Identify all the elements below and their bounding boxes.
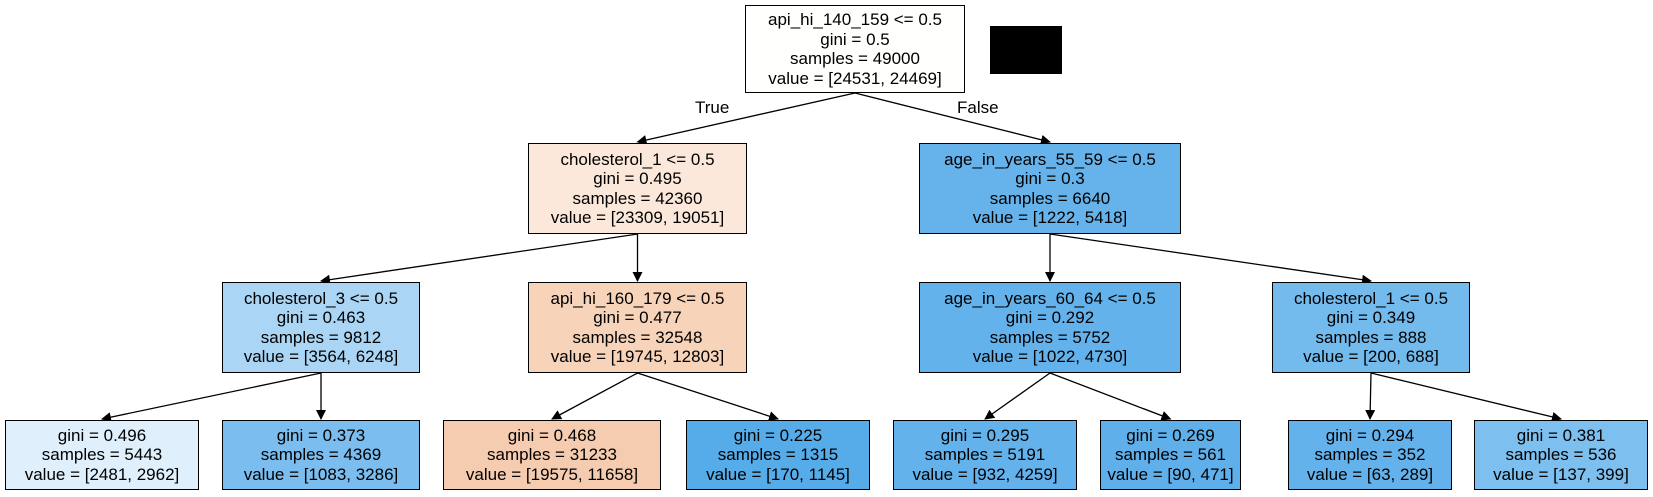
edge-n1-n3 (320, 233, 638, 285)
node-text-line: samples = 1315 (717, 445, 839, 465)
node-text-line: cholesterol_1 <= 0.5 (1293, 288, 1449, 308)
node-text-line: gini = 0.381 (1516, 425, 1606, 445)
edge-n5-n11 (984, 372, 1051, 420)
node-text-line: value = [24531, 24469] (768, 68, 942, 88)
node-text-line: gini = 0.349 (1326, 308, 1416, 327)
node-text-line: value = [19575, 11658] (465, 464, 639, 484)
node-text-line: value = [1083, 3286] (243, 464, 399, 484)
node-text-line: gini = 0.3 (1015, 169, 1085, 188)
edge-n4-n9 (551, 372, 638, 420)
node-text-line: value = [1022, 4730] (972, 347, 1128, 366)
node-text-line: value = [1222, 5418] (972, 208, 1128, 227)
node-text-line: value = [3564, 6248] (243, 347, 399, 366)
node-text-line: age_in_years_60_64 <= 0.5 (944, 288, 1156, 308)
node-text-line: value = [19745, 12803] (550, 347, 725, 366)
node-text-line: value = [23309, 19051] (550, 208, 725, 227)
node-text-line: samples = 49000 (790, 49, 920, 68)
node-text-line: value = [63, 289] (1306, 464, 1434, 484)
node-text-line: value = [90, 471] (1107, 464, 1234, 484)
node-text-line: value = [200, 688] (1303, 347, 1439, 366)
edge-label-false: False (957, 98, 999, 117)
node-text-line: samples = 352 (1314, 445, 1426, 465)
node-text-line: api_hi_140_159 <= 0.5 (768, 10, 942, 29)
node-text-line: gini = 0.373 (276, 425, 366, 445)
node-text-line: age_in_years_55_59 <= 0.5 (944, 149, 1156, 169)
node-text-line: samples = 9812 (260, 327, 382, 347)
edge-n2-n6 (1049, 233, 1372, 285)
node-text-line: samples = 5752 (989, 327, 1111, 347)
edge-n6-n13 (1365, 372, 1376, 420)
node-text-line: samples = 6640 (989, 188, 1111, 208)
node-text-line: samples = 561 (1114, 445, 1227, 465)
node-text-line: gini = 0.495 (593, 169, 682, 188)
node-text-line: gini = 0.225 (733, 425, 823, 445)
edge-n4-n10 (637, 372, 779, 421)
node-text-line: cholesterol_1 <= 0.5 (560, 149, 715, 169)
node-text-line: samples = 5191 (924, 445, 1046, 465)
node-text-line: api_hi_160_179 <= 0.5 (550, 288, 725, 308)
node-text-line: samples = 5443 (41, 445, 163, 465)
node-text-line: gini = 0.292 (1005, 308, 1095, 327)
node-text-line: samples = 888 (1315, 327, 1427, 347)
node-text-line: samples = 4369 (260, 445, 382, 465)
node-text-line: gini = 0.463 (276, 308, 366, 327)
node-text-line: samples = 42360 (572, 188, 703, 208)
edge-n5-n12 (1049, 372, 1172, 421)
node-text-line: samples = 32548 (572, 327, 703, 347)
node-text-line: samples = 536 (1505, 445, 1617, 465)
edge-n6-n14 (1370, 372, 1562, 422)
node-text-line: gini = 0.269 (1126, 425, 1215, 445)
node-text-line: gini = 0.477 (593, 308, 682, 327)
node-text-line: value = [137, 399] (1493, 464, 1629, 484)
edge-label-true: True (695, 98, 730, 117)
node-text-line: gini = 0.5 (820, 29, 890, 49)
edge-n3-n7 (101, 372, 322, 423)
node-text-line: gini = 0.496 (57, 425, 147, 445)
legend-color-box (990, 26, 1062, 74)
node-text-line: samples = 31233 (487, 445, 617, 465)
node-text-line: value = [932, 4259] (912, 464, 1058, 484)
node-text-line: gini = 0.294 (1325, 425, 1415, 445)
node-text-line: gini = 0.468 (507, 425, 597, 445)
node-text-line: value = [2481, 2962] (24, 464, 180, 484)
edge-n0-n1 (636, 92, 856, 145)
node-text-line: cholesterol_3 <= 0.5 (243, 288, 399, 308)
edge-n0-n2 (854, 92, 1051, 145)
node-text-line: value = [170, 1145] (706, 464, 850, 484)
node-text-line: gini = 0.295 (940, 425, 1030, 445)
